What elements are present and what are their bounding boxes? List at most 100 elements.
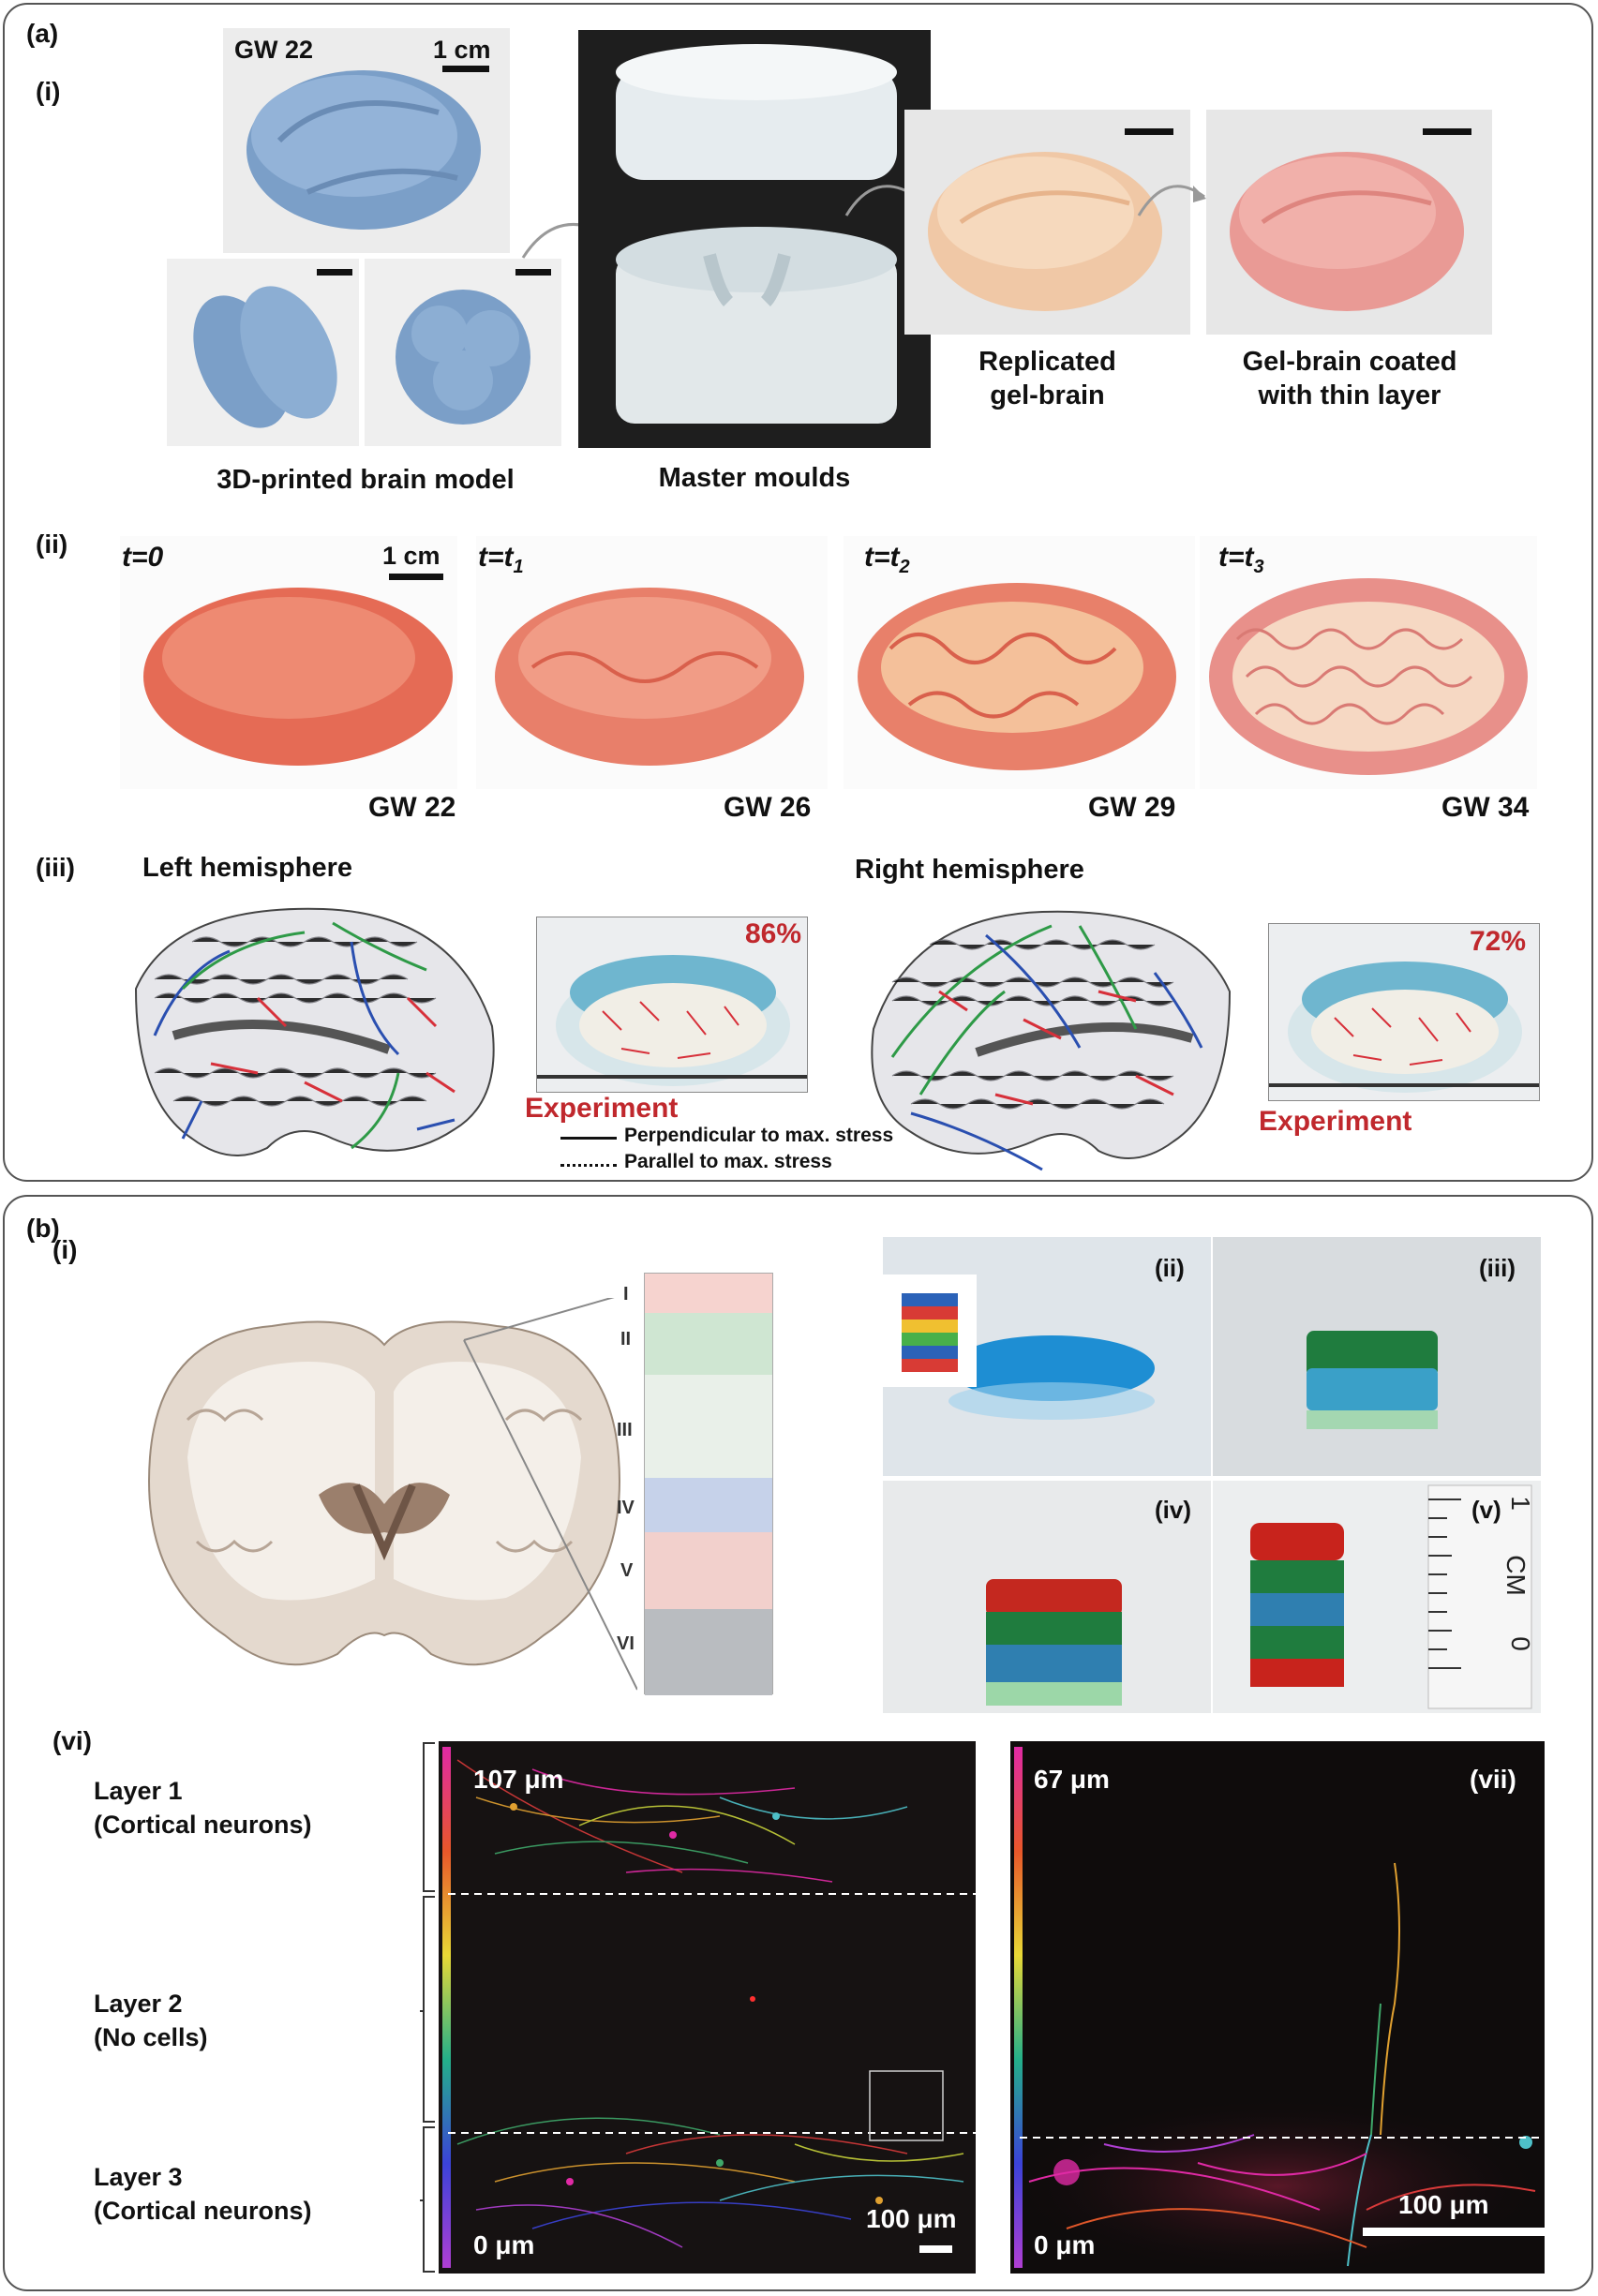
master-moulds-photo (578, 30, 931, 448)
photo-label-ii: (ii) (1155, 1254, 1185, 1282)
gw-label-1: GW 26 (724, 792, 812, 823)
left-experiment-photo (536, 917, 808, 1093)
cortex-layer-iii (645, 1375, 772, 1478)
layered-gel-photo-ii (883, 1237, 1211, 1476)
ruler-one: 1 (1505, 1496, 1535, 1511)
layer3-label: Layer 3 (Cortical neurons) (94, 2163, 312, 2226)
scale-label-vi: 100 μm (866, 2204, 957, 2233)
panel-a-i-label: (i) (36, 77, 61, 106)
photo-label-v: (v) (1471, 1496, 1501, 1524)
replicated-gel-brain-photo (904, 110, 1190, 335)
cortex-layer-column (644, 1273, 773, 1695)
blue-brain-bottom-image (396, 290, 530, 425)
neuron-image-vi (442, 1747, 976, 2268)
pink-brain-image (1230, 152, 1464, 311)
scale-label-vii: 100 μm (1398, 2190, 1489, 2219)
panel-a-ii-label: (ii) (36, 529, 68, 559)
caption-model: 3D-printed brain model (217, 465, 515, 495)
green-blue-gel (1213, 1237, 1541, 1476)
legend-solid-line (560, 1137, 617, 1140)
photo-label-iii: (iii) (1479, 1254, 1516, 1282)
gw-label-2: GW 29 (1088, 792, 1176, 823)
caption-replicated: Replicated gel-brain (904, 345, 1190, 413)
right-percent: 72% (1470, 926, 1527, 957)
photo-label-iv: (iv) (1155, 1496, 1191, 1524)
growth-stage-1-photo (476, 536, 828, 789)
layer-label-ii: II (620, 1329, 632, 1349)
right-experiment-brain (1269, 962, 1539, 1093)
caption-replicated-text: Replicated gel-brain (978, 347, 1116, 411)
blue-brain-top-image (193, 286, 337, 428)
left-experiment-label: Experiment (525, 1093, 679, 1124)
caption-coated-text: Gel-brain coated with thin layer (1242, 347, 1457, 411)
right-hemisphere-title: Right hemisphere (855, 855, 1084, 885)
layer-label-i: I (623, 1284, 629, 1305)
growth-stage-2-photo (844, 536, 1195, 789)
microscopy-vii (1010, 1741, 1545, 2274)
arrow-to-coated (1137, 185, 1206, 216)
flat-blue-gel (883, 1237, 1211, 1476)
panel-b-i-label: (i) (52, 1235, 78, 1264)
caption-coated: Gel-brain coated with thin layer (1190, 345, 1509, 413)
gw-label-3: GW 34 (1441, 792, 1530, 823)
brain-stage-2 (858, 583, 1176, 770)
t-label-0: t=0 (122, 542, 164, 573)
cortex-layer-iv (645, 1478, 772, 1532)
layer-label-v: V (620, 1560, 634, 1581)
coronal-brain-section (148, 1298, 637, 1691)
layered-gel-photo-v (1213, 1481, 1541, 1713)
t-label-1: t=t1 (478, 542, 524, 577)
scale-bar-stage (389, 574, 443, 580)
gw22-label-model: GW 22 (234, 36, 314, 64)
depth-top-vii: 67 μm (1034, 1765, 1110, 1794)
depth-bottom-vi: 0 μm (473, 2230, 535, 2259)
layer-label-iv: IV (617, 1498, 635, 1518)
legend-parallel: Parallel to max. stress (624, 1151, 832, 1172)
depth-bottom-vii: 0 μm (1034, 2230, 1096, 2259)
moulds-image (616, 44, 897, 424)
gw-label-0: GW 22 (368, 792, 456, 823)
brain-model-top-photo (167, 259, 359, 446)
panel-b-vi-label: (vi) (52, 1726, 92, 1755)
panel-a-label: (a) (26, 19, 59, 48)
brain-stage-1 (495, 588, 804, 766)
cortex-layer-i (645, 1274, 772, 1313)
depth-top-vi: 107 μm (473, 1765, 564, 1794)
right-hemisphere-simulation (871, 910, 1232, 1171)
cortex-layer-vi (645, 1609, 772, 1695)
layer2-label: Layer 2 (No cells) (94, 1990, 208, 2052)
panel-a-iii-label: (iii) (36, 853, 75, 882)
legend-dotted-line (560, 1164, 617, 1167)
scale-bar-model (442, 66, 489, 72)
layered-gel-photo-iv (883, 1481, 1211, 1713)
left-experiment-brain (537, 955, 807, 1086)
growth-stage-3-photo (1200, 536, 1537, 789)
tall-gel-with-ruler (1213, 1481, 1541, 1713)
right-experiment-label: Experiment (1259, 1106, 1412, 1137)
layer-brackets (420, 1742, 435, 2273)
blue-brain-image (246, 70, 481, 230)
scale-label-stage: 1 cm (382, 542, 441, 570)
t-label-2: t=t2 (864, 542, 910, 577)
scale-label-model: 1 cm (433, 36, 491, 64)
caption-moulds: Master moulds (658, 463, 851, 493)
coated-gel-brain-photo (1206, 110, 1492, 335)
peach-brain-image (928, 152, 1162, 311)
ruler-zero: 0 (1505, 1636, 1535, 1651)
right-experiment-photo (1268, 923, 1540, 1101)
layered-gel-photo-iii (1213, 1237, 1541, 1476)
three-layer-gel (883, 1481, 1211, 1713)
ruler-cm: CM (1501, 1555, 1531, 1596)
scale-bar-top (317, 269, 352, 276)
microscopy-vi (439, 1741, 976, 2274)
layer-label-vi: VI (617, 1633, 635, 1654)
layer1-label: Layer 1 (Cortical neurons) (94, 1777, 312, 1840)
legend-perpendicular: Perpendicular to max. stress (624, 1125, 894, 1146)
left-hemisphere-simulation (134, 907, 495, 1156)
panel-b-label: (b) (26, 1214, 60, 1243)
brain-stage-3 (1209, 578, 1528, 775)
brain-model-bottom-photo (365, 259, 561, 446)
brain-model-lateral-photo (223, 28, 510, 253)
t-label-3: t=t3 (1218, 542, 1264, 577)
left-percent: 86% (745, 918, 802, 949)
